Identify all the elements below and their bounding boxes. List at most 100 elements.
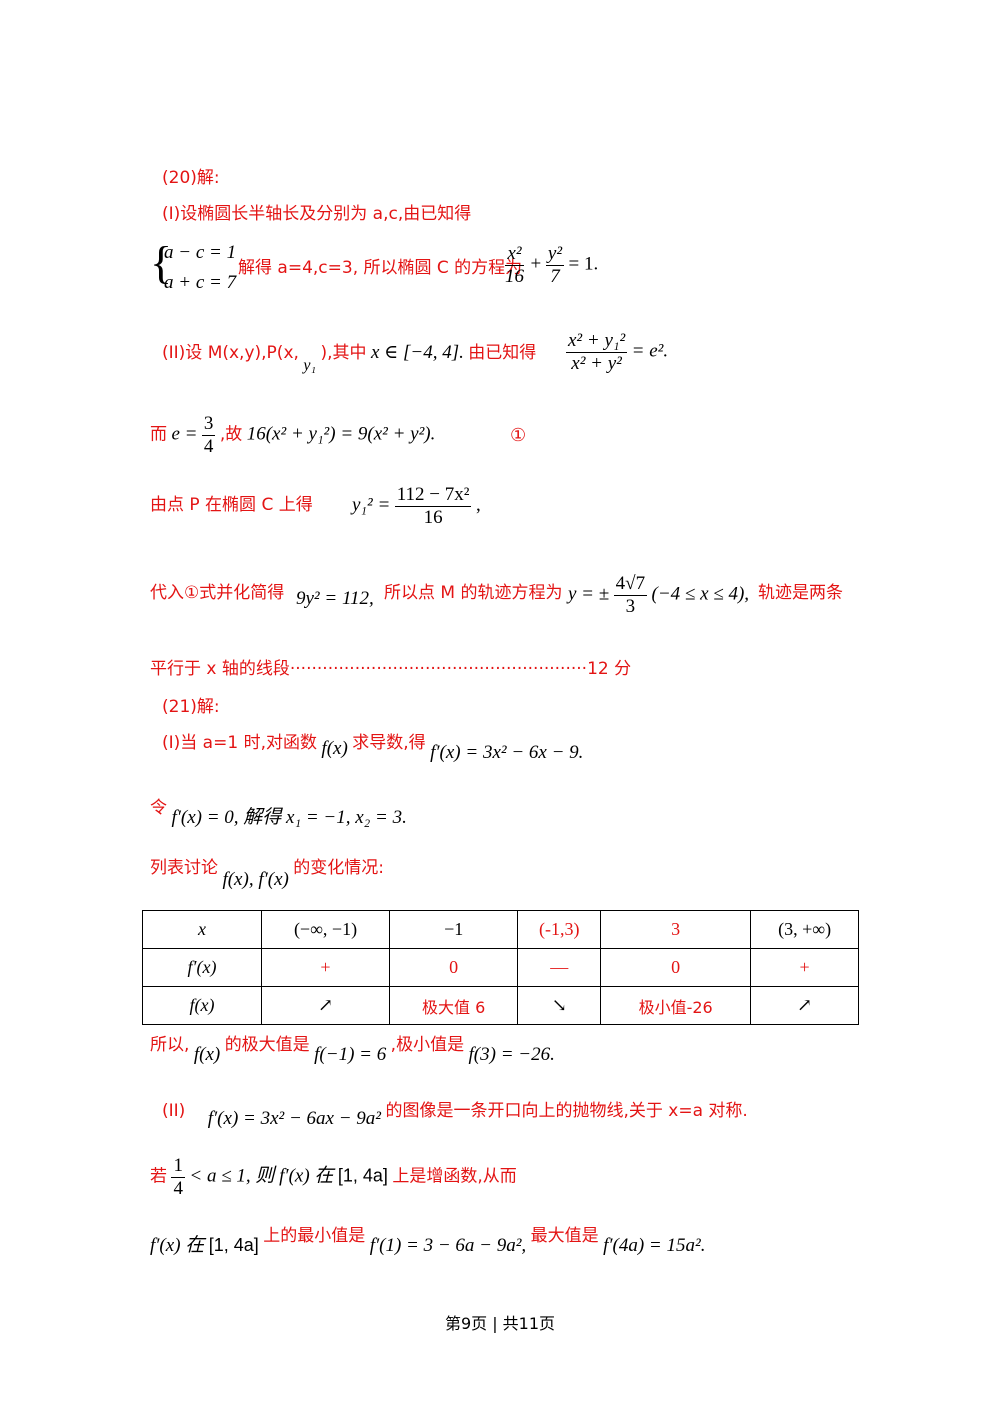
let-line: 令 f′(x) = 0, 解得 x₁ = −1, x₂ = 3. <box>150 792 407 828</box>
conclude-fx: f(x) <box>193 1044 221 1065</box>
conclusion-line: 所以, f(x) 的极大值是 f(−1) = 6 ,极小值是 f(3) = −2… <box>150 1030 555 1065</box>
variation-table: x (−∞, −1) −1 (-1,3) 3 (3, +∞) f′(x) + 0… <box>142 910 859 1025</box>
last-min-text: 上的最小值是 <box>263 1226 366 1246</box>
table-cell: (3, +∞) <box>750 910 859 949</box>
table-intro: 列表讨论 <box>150 858 218 878</box>
table-cell: + <box>750 948 859 987</box>
p21-part2-eq: f′(x) = 3x² − 6ax − 9a² <box>207 1108 381 1129</box>
last-fx: f′(x) 在 <box>150 1235 205 1256</box>
ratio-den: x² + y² <box>571 352 622 374</box>
locus-num: 4√7 <box>613 573 648 596</box>
conclude-max-text: 的极大值是 <box>224 1035 310 1055</box>
table-cell: 0 <box>389 948 519 987</box>
table-cell: (−∞, −1) <box>260 910 391 949</box>
p20-header: (20)解: <box>162 168 220 188</box>
e-line-prefix: 而 <box>150 424 167 445</box>
system-eq-1: a − c = 1 <box>164 242 237 263</box>
let-text: 令 <box>150 798 167 818</box>
p20-part2-line: (II)设 M(x,y),P(x, y₁ ),其中 x ∈ [−4, 4]. 由… <box>162 338 537 374</box>
table-cell: + <box>260 948 391 987</box>
table-row: f(x) ↗ 极大值 6 ↘ 极小值-26 ↗ <box>142 986 859 1025</box>
locus-lhs: y = ± <box>568 583 610 605</box>
locus-text: 所以点 M 的轨迹方程为 <box>384 583 563 603</box>
y1-den: 16 <box>423 506 443 528</box>
known-label: 由已知得 <box>468 343 537 363</box>
p21-part2-label: (II) <box>162 1101 186 1121</box>
locus-tail: 轨迹是两条 <box>758 583 843 603</box>
last-min-eq: f′(1) = 3 − 6a − 9a², <box>369 1235 527 1256</box>
last-max-eq: f′(4a) = 15a². <box>603 1235 706 1256</box>
increasing-arrow-icon: ↗ <box>750 986 859 1025</box>
if-cond: < a ≤ 1, 则 f′(x) 在 <box>189 1165 334 1187</box>
deriv-eq: f′(x) = 3x² − 6x − 9. <box>430 742 584 763</box>
conclude-max-eq: f(−1) = 6 <box>314 1044 387 1065</box>
p20-part2-intro: (II)设 M(x,y),P(x, <box>162 343 299 363</box>
last-line: f′(x) 在 [1, 4a] 上的最小值是 f′(1) = 3 − 6a − … <box>150 1220 705 1256</box>
if-den: 4 <box>173 1177 183 1199</box>
p21-part1-text: (I)当 a=1 时,对函数 <box>162 733 317 753</box>
segment-line: 平行于 x 轴的线段······························… <box>150 659 632 679</box>
circled-one-marker: ① <box>510 425 527 446</box>
system-eq-2: a + c = 7 <box>164 272 237 293</box>
table-cell: f(x) <box>142 986 262 1025</box>
e-result: 16(x² + y₁²) = 9(x² + y²). <box>246 423 436 445</box>
page-footer: 第9页 | 共11页 <box>444 1314 556 1333</box>
table-cell: 极小值-26 <box>600 986 752 1025</box>
p21-part2-text: 的图像是一条开口向上的抛物线,关于 x=a 对称. <box>385 1101 748 1121</box>
increasing-arrow-icon: ↗ <box>260 986 391 1025</box>
table-cell: (-1,3) <box>517 910 602 949</box>
table-row: x (−∞, −1) −1 (-1,3) 3 (3, +∞) <box>142 910 859 949</box>
p21-part1-line: (I)当 a=1 时,对函数 f(x) 求导数,得 f′(x) = 3x² − … <box>162 728 583 763</box>
p21-header: (21)解: <box>162 697 220 717</box>
locus-den: 3 <box>625 595 636 617</box>
deriv-text: 求导数,得 <box>352 733 426 753</box>
y1-comma: , <box>475 494 481 516</box>
ellipse-equation-rhs: = 1. <box>568 253 599 275</box>
table-cell: x <box>142 910 262 949</box>
table-intro-line: 列表讨论 f(x), f′(x) 的变化情况: <box>150 853 385 890</box>
ratio-num: x² + y₁² <box>566 330 628 353</box>
table-cell: — <box>517 948 602 987</box>
e-comma: ,故 <box>219 424 243 445</box>
if-tail: 上是增函数,从而 <box>392 1166 517 1187</box>
ratio-rhs: = e². <box>631 340 669 362</box>
interval-text: [1, 4a] <box>337 1165 388 1186</box>
table-cell: 极大值 6 <box>389 986 519 1025</box>
y1-lhs: y₁² = <box>352 494 391 516</box>
domain-expr: x ∈ [−4, 4]. <box>370 342 464 363</box>
e-den: 4 <box>203 435 214 457</box>
p20-part1-result: 解得 a=4,c=3, 所以椭圆 C 的方程为 <box>238 258 523 278</box>
p20-part2-mid: ),其中 <box>320 343 367 363</box>
conclude-text: 所以, <box>150 1035 190 1055</box>
table-row: f′(x) + 0 — 0 + <box>142 948 859 987</box>
on-ellipse-text: 由点 P 在椭圆 C 上得 <box>150 495 313 515</box>
fx-symbol: f(x) <box>321 738 348 759</box>
table-cell: f′(x) <box>142 948 262 987</box>
table-cell: −1 <box>389 910 519 949</box>
conclude-min-eq: f(3) = −26. <box>468 1044 555 1065</box>
decreasing-arrow-icon: ↘ <box>517 986 602 1025</box>
table-cell: 3 <box>600 910 752 949</box>
if-num: 1 <box>171 1155 185 1178</box>
last-interval: [1, 4a] <box>208 1235 259 1255</box>
if-text: 若 <box>150 1166 167 1187</box>
e-expr: e = <box>171 423 198 445</box>
e-num: 3 <box>201 413 216 436</box>
y1-symbol: y₁ <box>303 357 317 374</box>
conclude-min-text: ,极小值是 <box>390 1035 465 1055</box>
table-fns: f(x), f′(x) <box>222 869 289 890</box>
table-cell: 0 <box>600 948 752 987</box>
subst-text: 代入①式并化简得 <box>150 583 285 603</box>
let-eq: f′(x) = 0, 解得 x₁ = −1, x₂ = 3. <box>171 807 407 828</box>
locus-range: (−4 ≤ x ≤ 4), <box>651 583 750 605</box>
p20-part1-intro: (I)设椭圆长半轴长及分别为 a,c,由已知得 <box>162 204 472 224</box>
subst-eq: 9y² = 112, <box>296 588 374 609</box>
last-max-text: 最大值是 <box>530 1226 599 1246</box>
table-intro-tail: 的变化情况: <box>293 858 385 878</box>
